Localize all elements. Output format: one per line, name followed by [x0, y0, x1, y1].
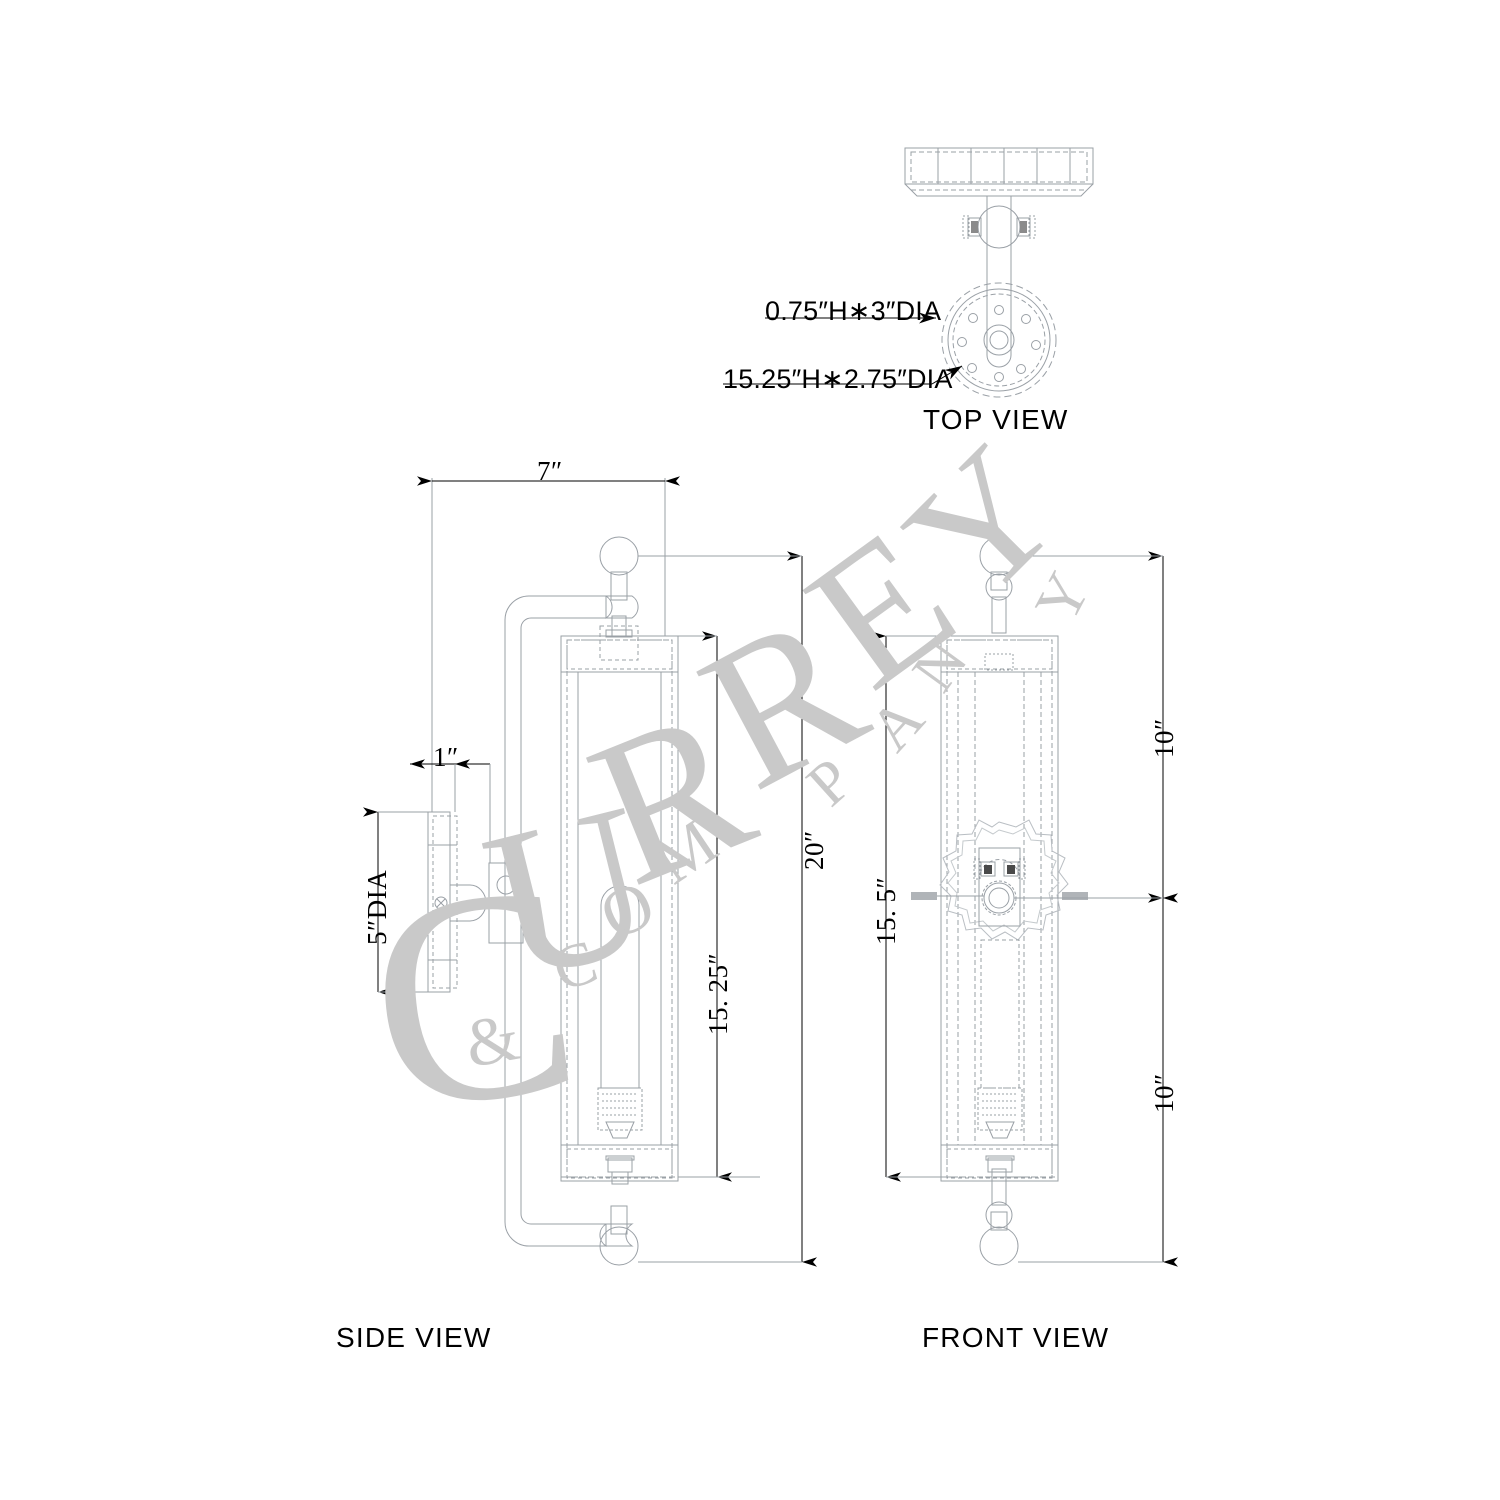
canopy-plate	[904, 147, 1094, 197]
dim-overall-height-20in: 20″	[799, 830, 829, 870]
top-finial	[599, 536, 639, 638]
dim-backplate-5in-dia: 5″DIA	[362, 869, 392, 945]
top-view-drawing	[723, 147, 1094, 398]
dim-upper-half-10in: 10″	[1149, 718, 1179, 758]
front-view-dimensions	[871, 551, 1178, 1267]
dim-lower-half-10in: 10″	[1149, 1073, 1179, 1113]
swivel-bracket	[488, 862, 524, 944]
top-view-leaders	[723, 312, 963, 385]
front-view-title: FRONT VIEW	[922, 1322, 1110, 1353]
backplate	[427, 811, 487, 993]
shade-plan-circle	[941, 282, 1057, 398]
drop-stem	[962, 196, 1036, 300]
side-view-title: SIDE VIEW	[336, 1322, 492, 1353]
front-view-drawing	[911, 536, 1160, 1266]
dim-shade-height-15-25in: 15. 25″	[703, 952, 733, 1035]
side-view-dimensions	[363, 476, 817, 1267]
front-shade-body	[940, 635, 1059, 1182]
front-top-finial	[979, 536, 1019, 634]
front-bottom-finial	[979, 1168, 1019, 1266]
side-view-drawing	[427, 536, 679, 1266]
dim-depth-7in: 7″	[537, 456, 563, 486]
arm-upper	[504, 595, 613, 905]
top-view-title: TOP VIEW	[923, 404, 1069, 435]
callout-shade: 15.25″H∗2.75″DIA	[723, 364, 953, 394]
dim-offset-1in: 1″	[433, 742, 459, 772]
bulb	[597, 885, 643, 1185]
arm-lower	[504, 905, 607, 1247]
bottom-finial	[599, 1205, 639, 1266]
dim-body-height-15-5in: 15. 5″	[871, 876, 901, 945]
decorative-rosette	[911, 819, 1160, 941]
callout-canopy: 0.75″H∗3″DIA	[765, 296, 942, 326]
front-bulb	[977, 939, 1023, 1173]
shade-body	[560, 625, 679, 1182]
